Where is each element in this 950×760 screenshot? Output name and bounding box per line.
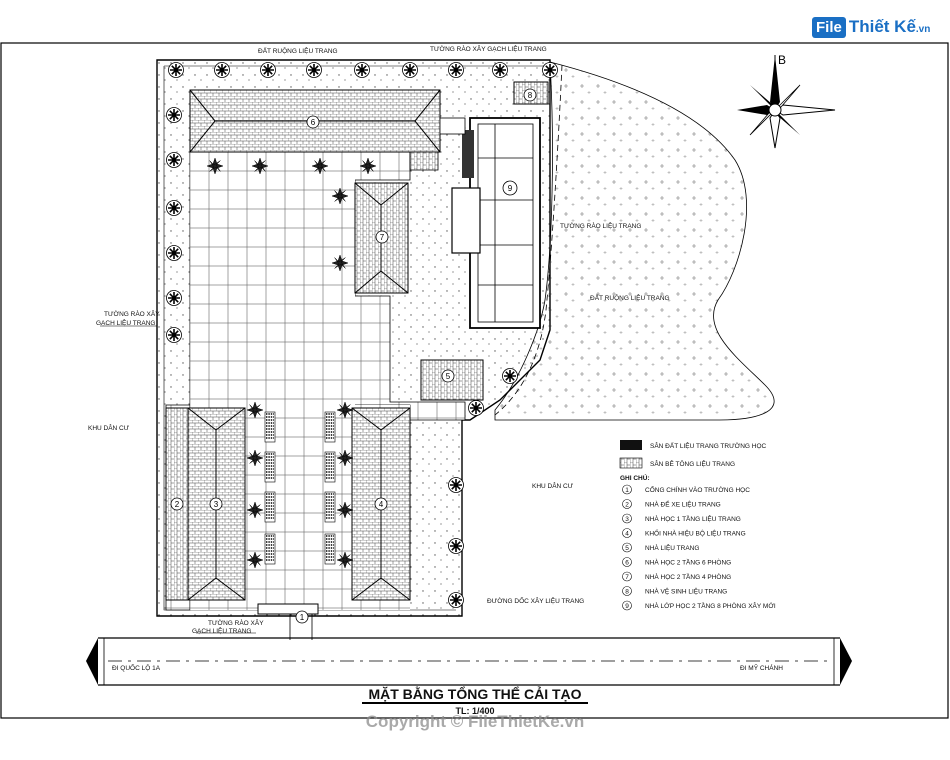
- marker-9: 9: [508, 184, 513, 193]
- legend-item-number: 7: [625, 574, 629, 581]
- copyright-watermark: Copyright © FileThietKe.vn: [365, 712, 585, 731]
- label-left-outside: KHU DÂN CƯ: [88, 423, 130, 432]
- road: [86, 637, 852, 686]
- legend-swatch-light: [619, 457, 643, 469]
- building-4: [351, 407, 411, 601]
- legend-item-number: 4: [625, 531, 629, 538]
- label-top-wall-left: ĐẤT RUỘNG LIỆU TRANG: [258, 45, 338, 55]
- marker-6: 6: [311, 118, 316, 127]
- legend-item-marker: [622, 528, 632, 538]
- logo-suffix: .vn: [915, 24, 931, 35]
- drawing-frame: [0, 42, 949, 719]
- label-road-right: ĐI MỸ CHÁNH: [740, 663, 783, 672]
- label-gate-2: GẠCH LIỆU TRANG: [192, 626, 251, 635]
- legend-item-number: 6: [625, 560, 629, 567]
- legend-item-marker: [622, 499, 632, 509]
- legend-item-marker: [622, 571, 632, 582]
- legend-item-text: KHỐI NHÀ HIỆU BỘ LIỆU TRANG: [645, 528, 746, 538]
- label-gate-1: TƯỜNG RÀO XÂY: [208, 618, 264, 627]
- legend-item-marker: [622, 513, 632, 524]
- legend-item-marker: [622, 586, 632, 596]
- building-markers: 1 2 3 4 5 6 7 8 9: [170, 88, 537, 624]
- legend-item-number: 2: [625, 502, 629, 509]
- north-label: B: [778, 53, 786, 67]
- legend-item-text: NHÀ HỌC 1 TẦNG LIỆU TRANG: [645, 513, 741, 523]
- brand-logo: File Thiết Kế.vn: [812, 14, 930, 40]
- legend-item-number: 9: [625, 603, 629, 610]
- label-road-left: ĐI QUỐC LỘ 1A: [112, 662, 161, 672]
- legend-item-marker: [622, 600, 632, 611]
- legend-item-marker: [622, 484, 632, 495]
- legend-item-marker: [622, 542, 632, 553]
- east-fence: [494, 64, 563, 416]
- legend-line-2: SÂN BÊ TÔNG LIỆU TRANG: [650, 459, 735, 468]
- label-right-lower: KHU DÂN CƯ: [532, 481, 574, 490]
- legend-items: 1 CỔNG CHÍNH VÀO TRƯỜNG HỌC 2 NHÀ ĐỂ XE LIỆ…: [622, 484, 776, 611]
- label-left-wall-1: TƯỜNG RÀO XÂY: [104, 309, 160, 318]
- marker-5: 5: [446, 372, 451, 381]
- legend-item-text: NHÀ HỌC 2 TẦNG 6 PHÒNG: [645, 557, 731, 567]
- north-arrow: [737, 55, 836, 149]
- label-top-wall-right: TƯỜNG RÀO XÂY GẠCH LIỆU TRANG: [430, 44, 547, 53]
- legend-notes-title: GHI CHÚ:: [620, 473, 650, 482]
- marker-3: 3: [214, 500, 219, 509]
- main-gate: [257, 603, 319, 640]
- legend: SÂN ĐẤT LIỆU TRANG TRƯỜNG HỌC SÂN BÊ TÔN…: [620, 440, 767, 482]
- drawing-title: MẶT BẰNG TỔNG THỂ CẢI TẠO: [0, 686, 950, 704]
- legend-item-text: NHÀ LIỆU TRANG: [645, 543, 699, 552]
- label-right-mid-1: TƯỜNG RÀO LIỆU TRANG: [560, 221, 641, 230]
- legend-item-number: 1: [625, 487, 629, 494]
- legend-item-number: 3: [625, 516, 629, 523]
- building-9: [439, 117, 541, 329]
- marker-7: 7: [380, 233, 385, 242]
- marker-2: 2: [175, 500, 180, 509]
- legend-item-text: NHÀ HỌC 2 TẦNG 4 PHÒNG: [645, 571, 731, 581]
- label-right-mid-2: ĐẤT RUỘNG LIỆU TRANG: [590, 292, 670, 302]
- legend-item-text: CỔNG CHÍNH VÀO TRƯỜNG HỌC: [645, 485, 750, 494]
- label-bottom-right: ĐƯỜNG DỐC XÂY LIỆU TRANG: [487, 595, 584, 605]
- legend-line-1: SÂN ĐẤT LIỆU TRANG TRƯỜNG HỌC: [650, 440, 767, 450]
- legend-item-text: NHÀ ĐỂ XE LIỆU TRANG: [645, 500, 721, 509]
- legend-item-text: NHÀ VỆ SINH LIỆU TRANG: [645, 587, 727, 596]
- logo-name: Thiết Kế: [848, 17, 916, 36]
- legend-swatch-dark: [620, 440, 642, 450]
- marker-1: 1: [300, 613, 305, 622]
- label-left-wall-2: GẠCH LIỆU TRANG: [96, 318, 155, 327]
- drawing-scale: TL: 1/400: [455, 706, 495, 716]
- logo-box: File: [812, 16, 846, 38]
- legend-item-text: NHÀ LỚP HỌC 2 TẦNG 8 PHÒNG XÂY MỚI: [645, 600, 776, 610]
- marker-8: 8: [528, 91, 533, 100]
- drawing-title-text: MẶT BẰNG TỔNG THỂ CẢI TẠO: [362, 686, 588, 704]
- legend-item-marker: [622, 557, 632, 567]
- legend-item-number: 5: [625, 545, 629, 552]
- legend-item-number: 8: [625, 589, 629, 596]
- marker-4: 4: [379, 500, 384, 509]
- logo-text: Thiết Kế.vn: [849, 17, 931, 37]
